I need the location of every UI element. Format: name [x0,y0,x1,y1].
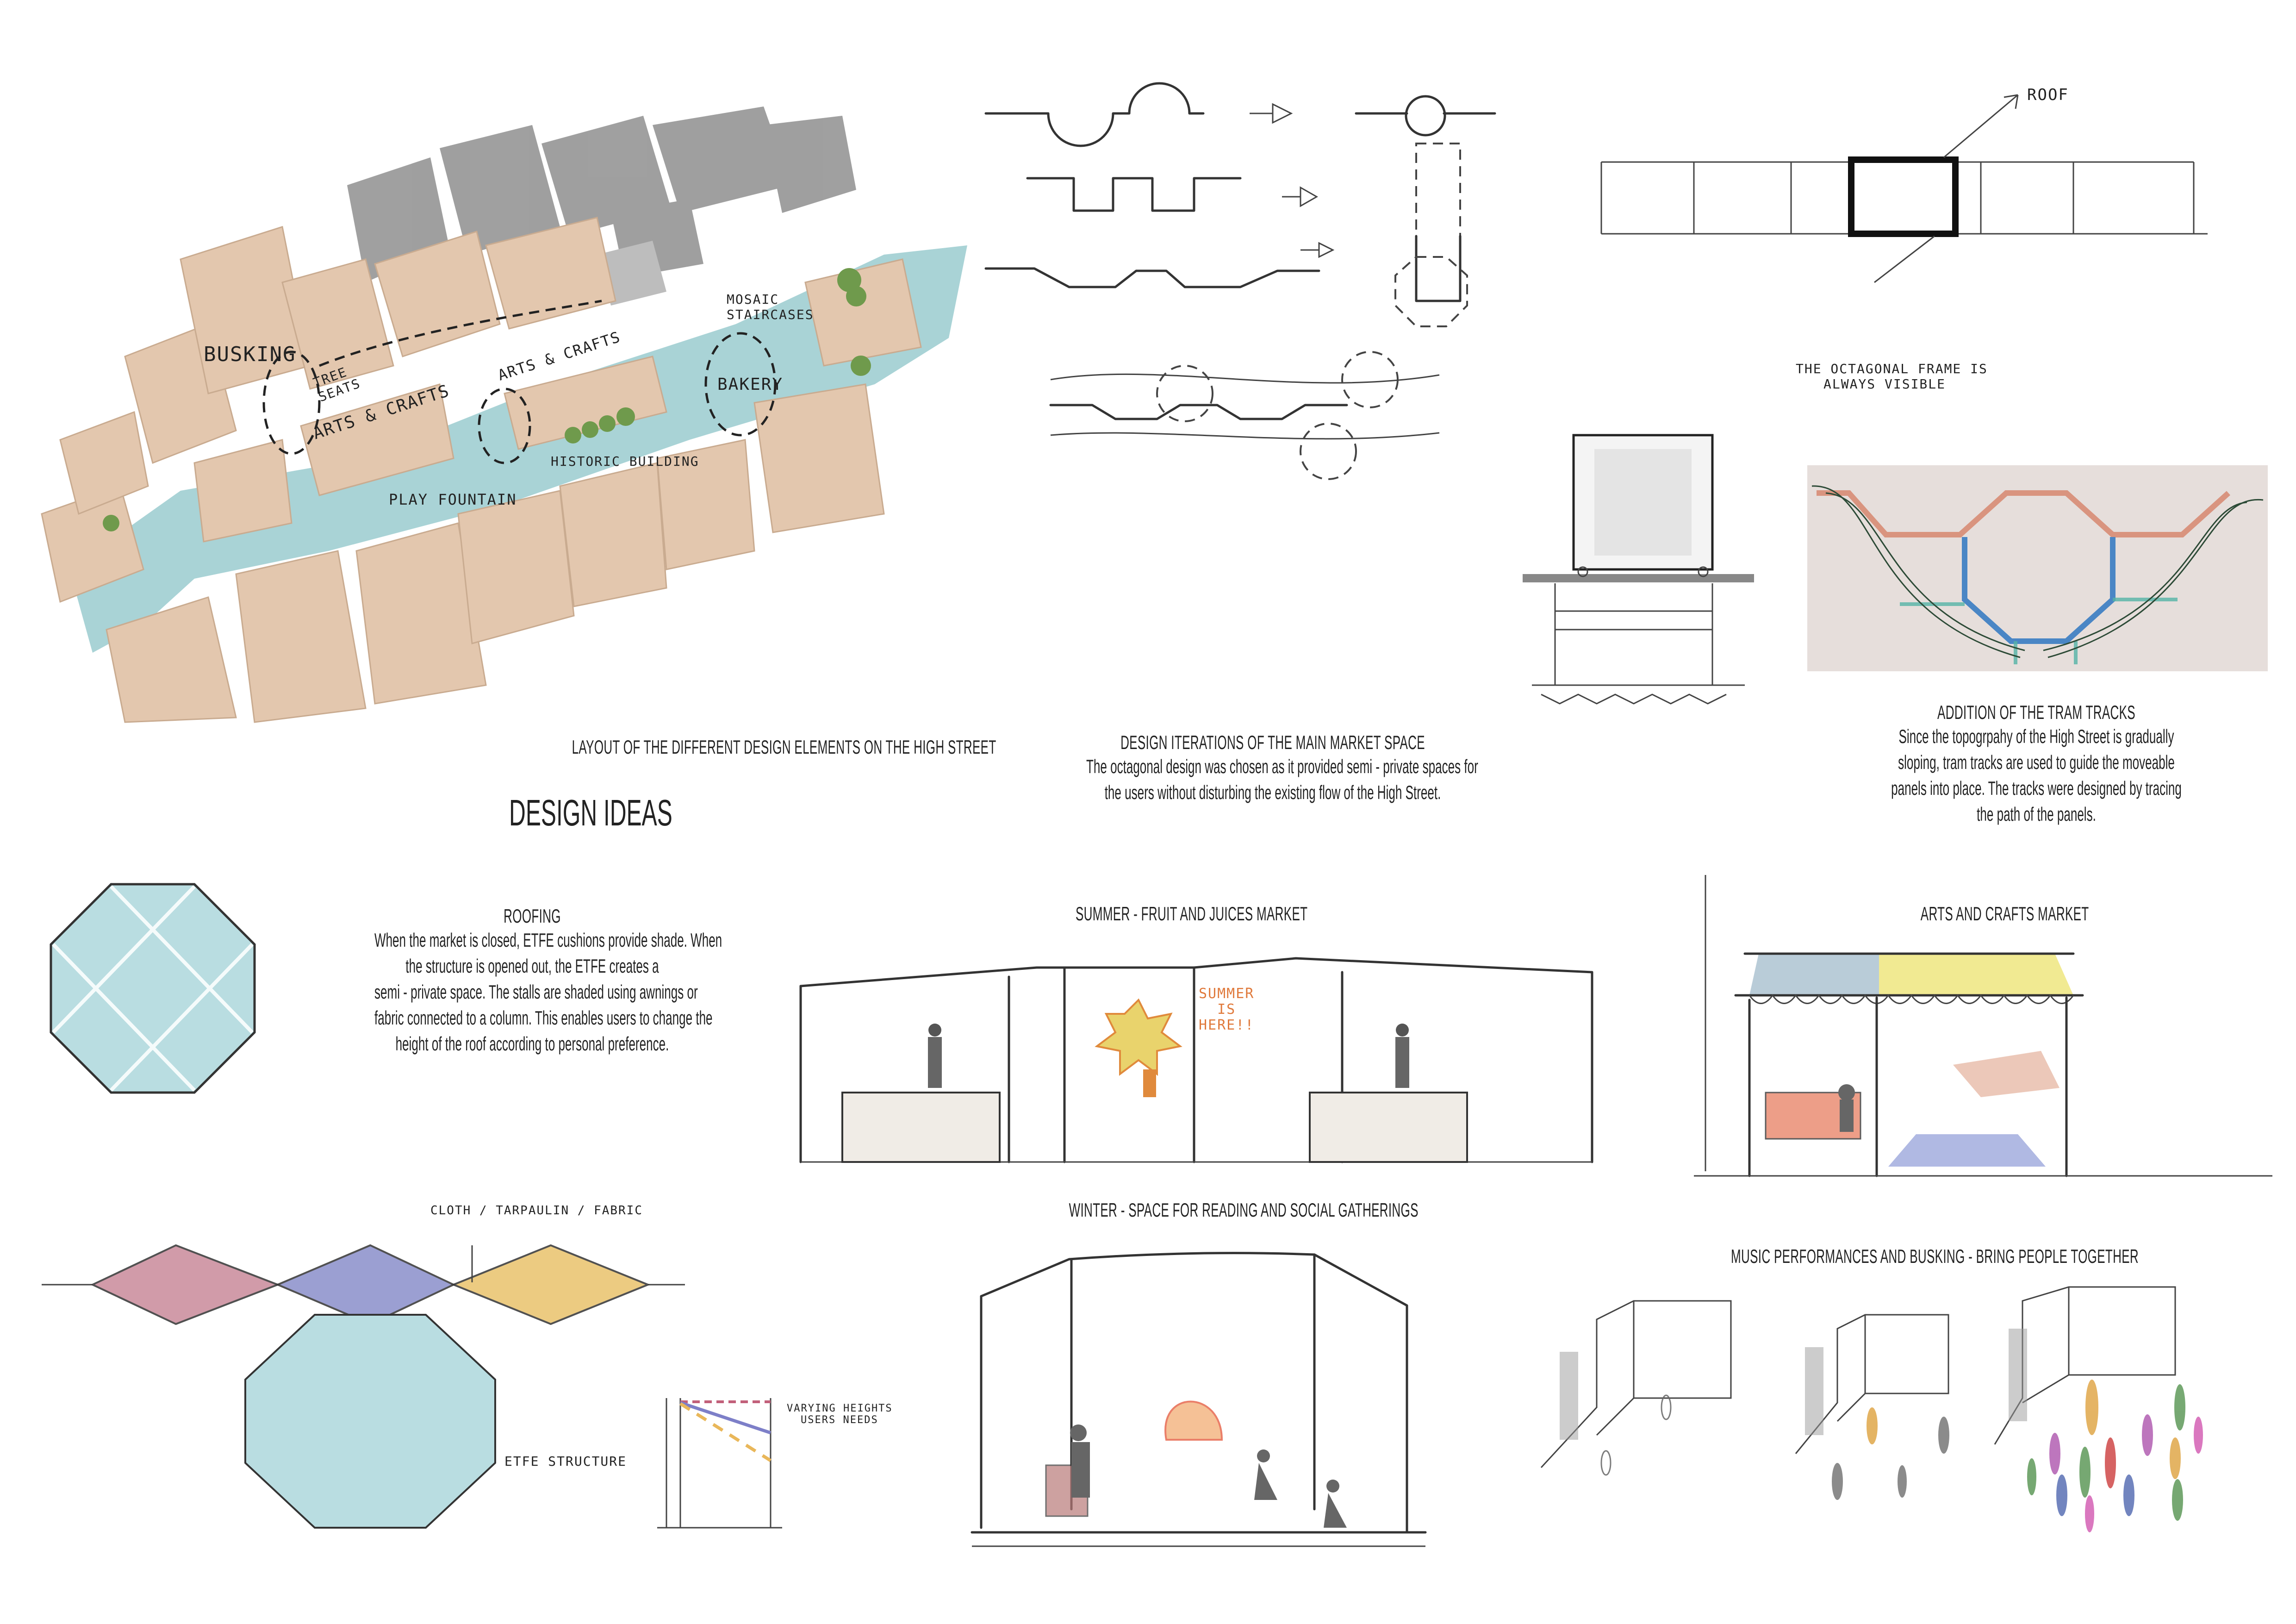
arts-market-drawing [1694,875,2272,1177]
site-plan: BUSKING TREE SEATS ARTS & CRAFTS ARTS & … [41,106,990,723]
board-heading: DESIGN IDEAS [509,792,672,834]
fabric-roof-diagram: CLOTH / TARPAULIN / FABRIC ETFE STRUCTUR… [37,1204,708,1551]
varying-heights-drawing [657,1398,782,1529]
music-sketches [1532,1282,2268,1532]
label-historic-building: HISTORIC BUILDING [551,454,699,469]
roofing-title: ROOFING [504,905,561,927]
label-bakery: BAKERY [717,375,784,394]
roof-label: ROOF [2027,86,2069,104]
arts-market-sketch [1694,875,2272,1227]
section-drawing [1523,434,1754,705]
summer-market-drawing [799,957,1593,1163]
label-play-fountain: PLAY FOUNTAIN [389,491,517,508]
iterations-caption: DESIGN ITERATIONS OF THE MAIN MARKET SPA… [1086,731,1478,803]
iteration-sketches [984,82,1496,480]
etfe-roof-plan [42,880,264,1102]
music-drawing [1540,1286,2203,1532]
heading-text: DESIGN IDEAS [509,792,672,833]
heights-note: VARYING HEIGHTS USERS NEEDS [787,1403,893,1426]
elevation-drawing [1600,94,2208,283]
frame-elevation: ROOF THE OCTAGONAL FRAME IS ALWAYS VISIB… [1574,69,2268,417]
iterations-title: DESIGN ITERATIONS OF THE MAIN MARKET SPA… [1120,731,1425,753]
site-plan-caption: LAYOUT OF THE DIFFERENT DESIGN ELEMENTS … [572,736,996,758]
fabric-label: CLOTH / TARPAULIN / FABRIC [430,1204,643,1218]
music-caption: MUSIC PERFORMANCES AND BUSKING - BRING P… [1731,1245,2139,1267]
etfe-octagon [50,883,256,1094]
site-plan-drawing [41,106,967,723]
summer-poster-text: SUMMER IS HERE!! [1199,986,1255,1033]
etfe-structure-label: ETFE STRUCTURE [504,1454,627,1469]
roofing-caption: ROOFING When the market is closed, ETFE … [374,905,722,1055]
tram-tracks-photo [1807,465,2268,671]
tram-tracks-drawing [1811,485,2264,664]
winter-drawing [971,1252,1427,1547]
design-iterations [977,82,1532,500]
fabric-roof-drawing [42,1244,685,1529]
label-busking: BUSKING [204,343,296,366]
summer-market-sketch: SUMMER IS HERE!! [787,940,1620,1181]
panel-section [1513,426,1791,806]
label-mosaic-staircases: MOSAIC STAIRCASES [727,292,814,322]
winter-sketch [963,1250,1449,1565]
tram-tracks-title: ADDITION OF THE TRAM TRACKS [1937,701,2135,723]
winter-caption: WINTER - SPACE FOR READING AND SOCIAL GA… [1069,1199,1419,1221]
tram-tracks-caption: ADDITION OF THE TRAM TRACKS Since the to… [1887,701,2186,827]
summer-caption: SUMMER - FRUIT AND JUICES MARKET [1076,903,1308,924]
varying-heights-diagram: VARYING HEIGHTS USERS NEEDS [653,1389,977,1537]
frame-note: THE OCTAGONAL FRAME IS ALWAYS VISIBLE [1796,361,1988,392]
